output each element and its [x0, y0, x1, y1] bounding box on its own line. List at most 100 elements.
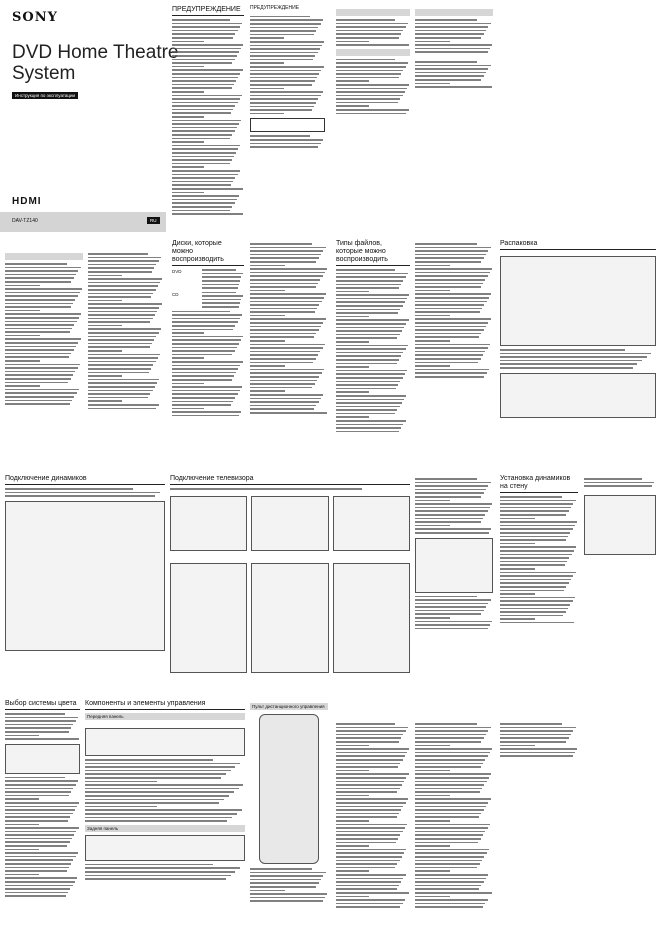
text-line — [415, 275, 488, 277]
text-line — [415, 264, 451, 267]
antenna-illustration — [415, 537, 493, 593]
text-line — [5, 495, 156, 497]
text-line — [250, 307, 318, 310]
text-line — [415, 300, 487, 303]
text-line — [500, 367, 633, 369]
text-line — [250, 401, 319, 403]
text-line — [88, 303, 162, 305]
text-line — [336, 423, 404, 426]
text-line — [415, 863, 480, 865]
text-line — [336, 758, 403, 761]
text-line — [172, 148, 239, 151]
text-line — [88, 263, 157, 266]
text-line — [172, 169, 240, 172]
model-band: DAV-TZ140 RU — [0, 212, 166, 232]
text-line — [250, 397, 321, 400]
text-line — [415, 881, 484, 883]
text-line — [5, 805, 77, 808]
text-line — [5, 342, 79, 344]
text-line — [500, 582, 569, 584]
file-notes — [415, 240, 493, 378]
text-line — [415, 243, 478, 245]
text-line — [415, 33, 484, 35]
text-line — [250, 37, 284, 39]
text-line — [415, 304, 485, 306]
text-line — [250, 51, 318, 54]
text-line — [336, 873, 406, 876]
text-line — [584, 485, 652, 487]
text-line — [85, 766, 236, 768]
disc-type: CD — [172, 291, 179, 297]
text-line — [250, 411, 328, 414]
text-line — [415, 517, 483, 520]
text-line — [336, 402, 402, 404]
text-line — [415, 375, 485, 378]
text-line — [500, 557, 570, 559]
text-block — [500, 723, 578, 757]
text-line — [202, 272, 243, 275]
text-line — [415, 595, 478, 598]
text-line — [500, 356, 647, 358]
text-line — [336, 333, 400, 336]
title-line: System — [12, 63, 76, 84]
text-line — [415, 40, 451, 43]
info-box — [250, 118, 325, 133]
text-line — [88, 296, 151, 298]
text-line — [170, 488, 362, 490]
text-line — [85, 769, 231, 772]
text-line — [500, 578, 571, 581]
text-block — [85, 863, 245, 880]
language-badge: RU — [147, 217, 160, 225]
text-line — [250, 26, 319, 29]
text-line — [85, 809, 242, 811]
text-line — [85, 874, 231, 877]
text-line — [500, 532, 571, 534]
text-line — [88, 371, 149, 374]
text-line — [415, 365, 451, 367]
text-line — [415, 481, 491, 484]
text-line — [415, 730, 489, 732]
text-line — [172, 400, 234, 403]
text-line — [250, 138, 323, 141]
text-line — [415, 22, 491, 25]
text-line — [5, 723, 74, 726]
text-line — [415, 368, 490, 371]
text-line — [172, 22, 242, 25]
text-line — [336, 430, 399, 433]
model-number: DAV-TZ140 — [12, 218, 38, 224]
text-line — [500, 564, 565, 566]
text-block — [5, 776, 80, 897]
text-line — [85, 863, 213, 866]
text-line — [500, 744, 536, 747]
text-line — [336, 369, 408, 372]
text-line — [250, 329, 319, 331]
text-line — [500, 535, 568, 538]
text-line — [415, 361, 479, 364]
text-line — [415, 613, 482, 616]
text-line — [336, 19, 396, 21]
cover-title: DVD Home Theatre System — [12, 42, 179, 84]
section-heading: Диски, которые можно воспроизводить — [172, 240, 244, 267]
text-line — [250, 66, 324, 68]
text-line — [415, 830, 486, 833]
text-line — [336, 22, 408, 25]
text-line — [415, 343, 490, 346]
text-line — [172, 19, 230, 21]
text-line — [415, 347, 488, 349]
text-line — [336, 751, 408, 754]
text-line — [5, 367, 78, 369]
text-line — [250, 282, 318, 285]
text-line — [172, 47, 242, 50]
text-line — [336, 859, 400, 862]
text-line — [500, 510, 569, 513]
text-line — [415, 524, 451, 527]
text-line — [88, 260, 159, 262]
text-line — [336, 877, 404, 880]
text-line — [172, 353, 233, 356]
text-line — [500, 607, 568, 610]
text-line — [415, 325, 486, 328]
text-line — [250, 379, 318, 382]
text-line — [415, 740, 482, 743]
text-line — [88, 253, 148, 255]
text-line — [172, 141, 205, 143]
